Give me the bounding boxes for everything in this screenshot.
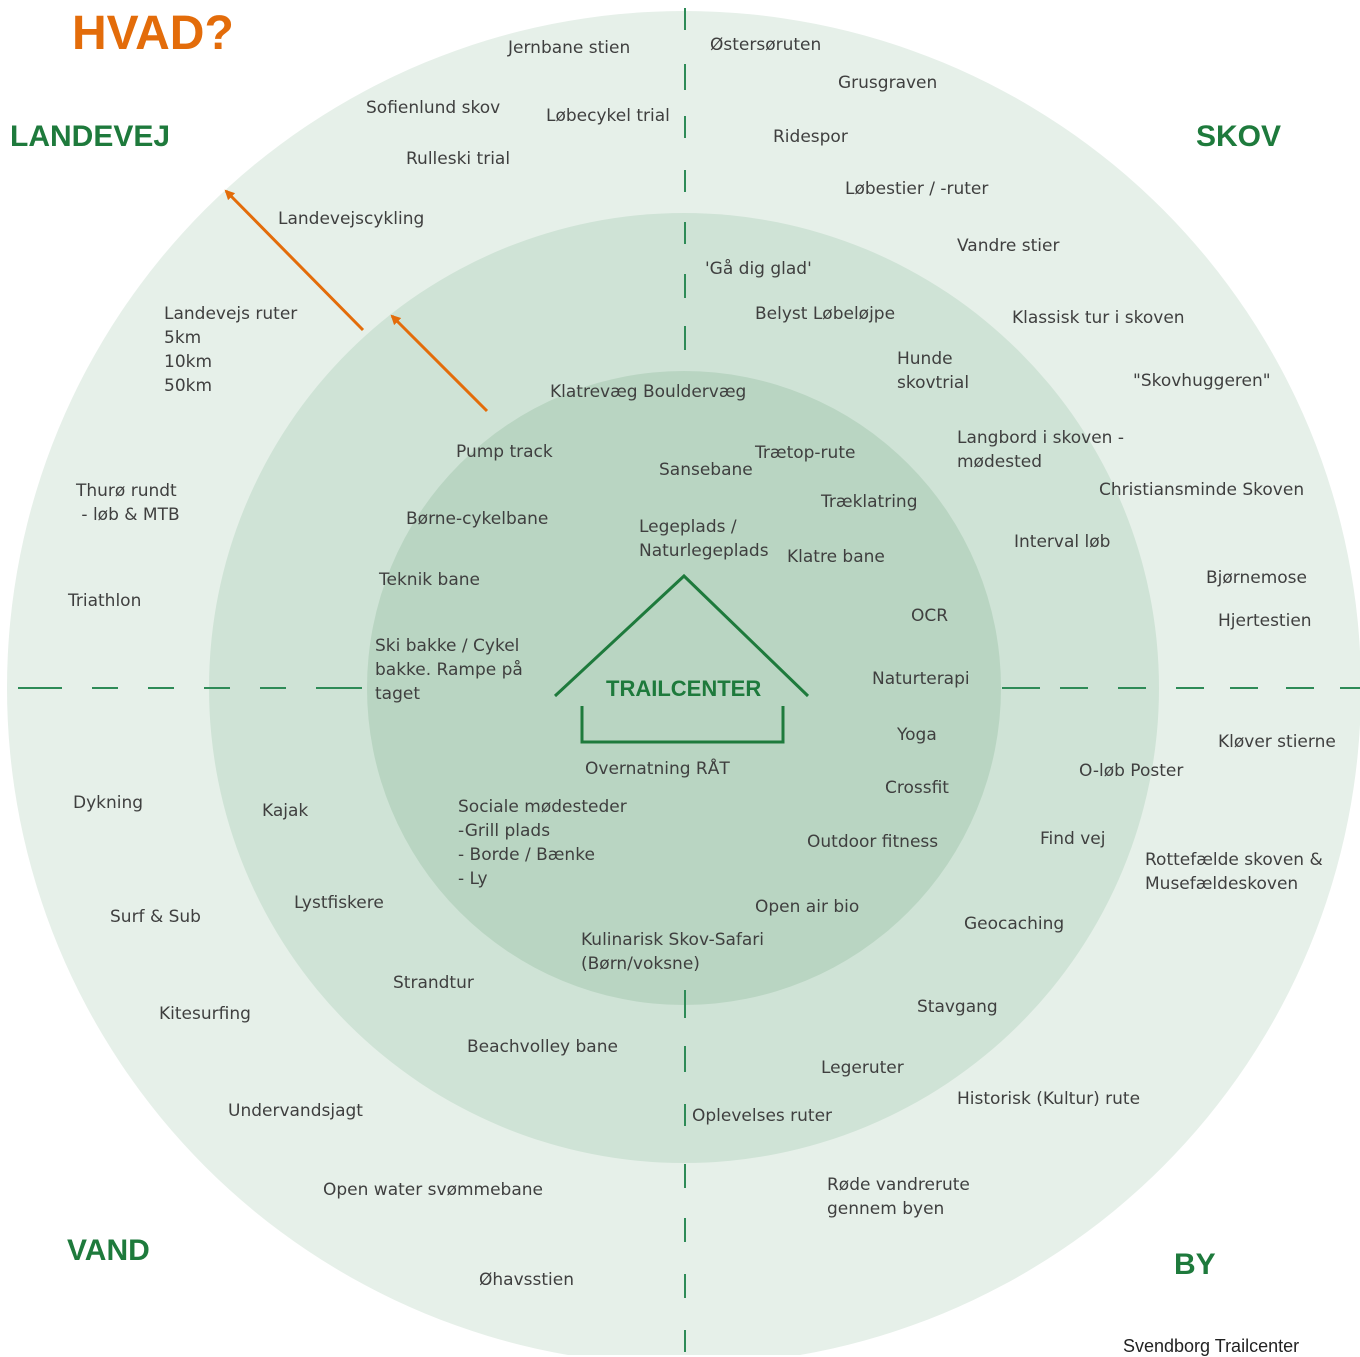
- item-interval: Interval løb: [1014, 532, 1111, 552]
- item-legeplads: Legeplads / Naturlegeplads: [639, 517, 769, 561]
- item-landevejsruter: Landevejs ruter 5km 10km 50km: [164, 304, 298, 396]
- item-kitesurfing: Kitesurfing: [159, 1004, 251, 1024]
- item-openairbio: Open air bio: [755, 897, 860, 917]
- item-klover: Kløver stierne: [1218, 732, 1336, 752]
- item-hjertestien: Hjertestien: [1218, 611, 1312, 631]
- item-bornecykel: Børne-cykelbane: [406, 509, 549, 529]
- item-yoga: Yoga: [897, 725, 937, 745]
- item-belyst: Belyst Løbeløjpe: [755, 304, 896, 324]
- item-sofienlund: Sofienlund skov: [366, 98, 501, 118]
- footer-caption: Svendborg Trailcenter: [1123, 1336, 1300, 1356]
- item-naturterapi: Naturterapi: [872, 669, 970, 689]
- page-title: HVAD?: [72, 7, 234, 60]
- item-overnatning: Overnatning RÅT: [585, 759, 730, 779]
- item-outdoor: Outdoor fitness: [807, 832, 939, 852]
- item-undervandsjagt: Undervandsjagt: [228, 1101, 363, 1121]
- arrow-inner: [390, 314, 489, 413]
- item-thuro: Thurø rundt - løb & MTB: [76, 481, 180, 525]
- item-ocr: OCR: [911, 606, 949, 626]
- quadrant-label-by: BY: [1174, 1248, 1216, 1281]
- item-lobecykel: Løbecykel trial: [546, 106, 670, 126]
- item-traeklatring: Træklatring: [821, 492, 918, 512]
- item-historisk: Historisk (Kultur) rute: [957, 1089, 1141, 1109]
- quadrant-label-vand: VAND: [67, 1234, 150, 1267]
- item-kulinarisk: Kulinarisk Skov-Safari (Børn/voksne): [581, 930, 765, 974]
- item-openwater: Open water svømmebane: [323, 1180, 543, 1200]
- item-skibakke: Ski bakke / Cykel bakke. Rampe på taget: [375, 636, 523, 704]
- item-klatrebane: Klatre bane: [787, 547, 885, 567]
- inner-ring: [367, 371, 1001, 1005]
- item-gadigglad: 'Gå dig glad': [705, 259, 812, 279]
- item-lystfiskere: Lystfiskere: [294, 893, 384, 913]
- item-traetop: Trætop-rute: [755, 443, 856, 463]
- item-stavgang: Stavgang: [917, 997, 998, 1017]
- item-rulleski: Rulleski trial: [406, 149, 511, 169]
- item-ridespor: Ridespor: [773, 127, 848, 147]
- arrow-outer: [224, 189, 365, 332]
- item-bjornemose: Bjørnemose: [1206, 568, 1307, 588]
- item-triathlon: Triathlon: [68, 591, 142, 611]
- item-vandrestier: Vandre stier: [957, 236, 1060, 256]
- item-oplevelses: Oplevelses ruter: [692, 1106, 833, 1126]
- item-beachvolley: Beachvolley bane: [467, 1037, 618, 1057]
- item-lobestier: Løbestier / -ruter: [845, 179, 989, 199]
- item-kajak: Kajak: [262, 801, 309, 821]
- item-olob: O-løb Poster: [1079, 761, 1184, 781]
- item-findvej: Find vej: [1040, 829, 1106, 849]
- item-strandtur: Strandtur: [393, 973, 474, 993]
- item-klatrevaeg: Klatrevæg Bouldervæg: [550, 382, 747, 402]
- item-rode: Røde vandrerute gennem byen: [827, 1175, 970, 1219]
- item-jernbane: Jernbane stien: [508, 38, 631, 58]
- item-pumptrack: Pump track: [456, 442, 553, 462]
- quadrant-label-landevej: LANDEVEJ: [10, 120, 171, 153]
- item-sansebane: Sansebane: [659, 460, 753, 480]
- item-surf: Surf & Sub: [110, 907, 201, 927]
- item-dykning: Dykning: [73, 793, 144, 813]
- item-grusgraven: Grusgraven: [838, 73, 938, 93]
- item-legeruter: Legeruter: [821, 1058, 904, 1078]
- item-klassisk: Klassisk tur i skoven: [1012, 308, 1185, 328]
- item-hunde: Hunde skovtrial: [897, 349, 970, 393]
- item-sociale: Sociale mødesteder -Grill plads - Borde …: [458, 797, 627, 889]
- item-rottefaelde: Rottefælde skoven & Musefældeskoven: [1145, 850, 1323, 894]
- item-ohavsstien: Øhavsstien: [479, 1270, 574, 1290]
- item-skovhuggeren: "Skovhuggeren": [1133, 371, 1271, 391]
- item-christiansminde: Christiansminde Skoven: [1099, 480, 1305, 500]
- item-crossfit: Crossfit: [885, 778, 949, 798]
- quadrant-label-skov: SKOV: [1196, 120, 1282, 153]
- center-label: TRAILCENTER: [606, 676, 762, 701]
- item-geocaching: Geocaching: [964, 914, 1065, 934]
- item-ostersoruten: Østersøruten: [710, 35, 822, 55]
- house-icon: [553, 573, 810, 744]
- item-teknik: Teknik bane: [379, 570, 480, 590]
- item-langbord: Langbord i skoven - mødested: [957, 428, 1124, 472]
- item-landevejscykling: Landevejscykling: [278, 209, 425, 229]
